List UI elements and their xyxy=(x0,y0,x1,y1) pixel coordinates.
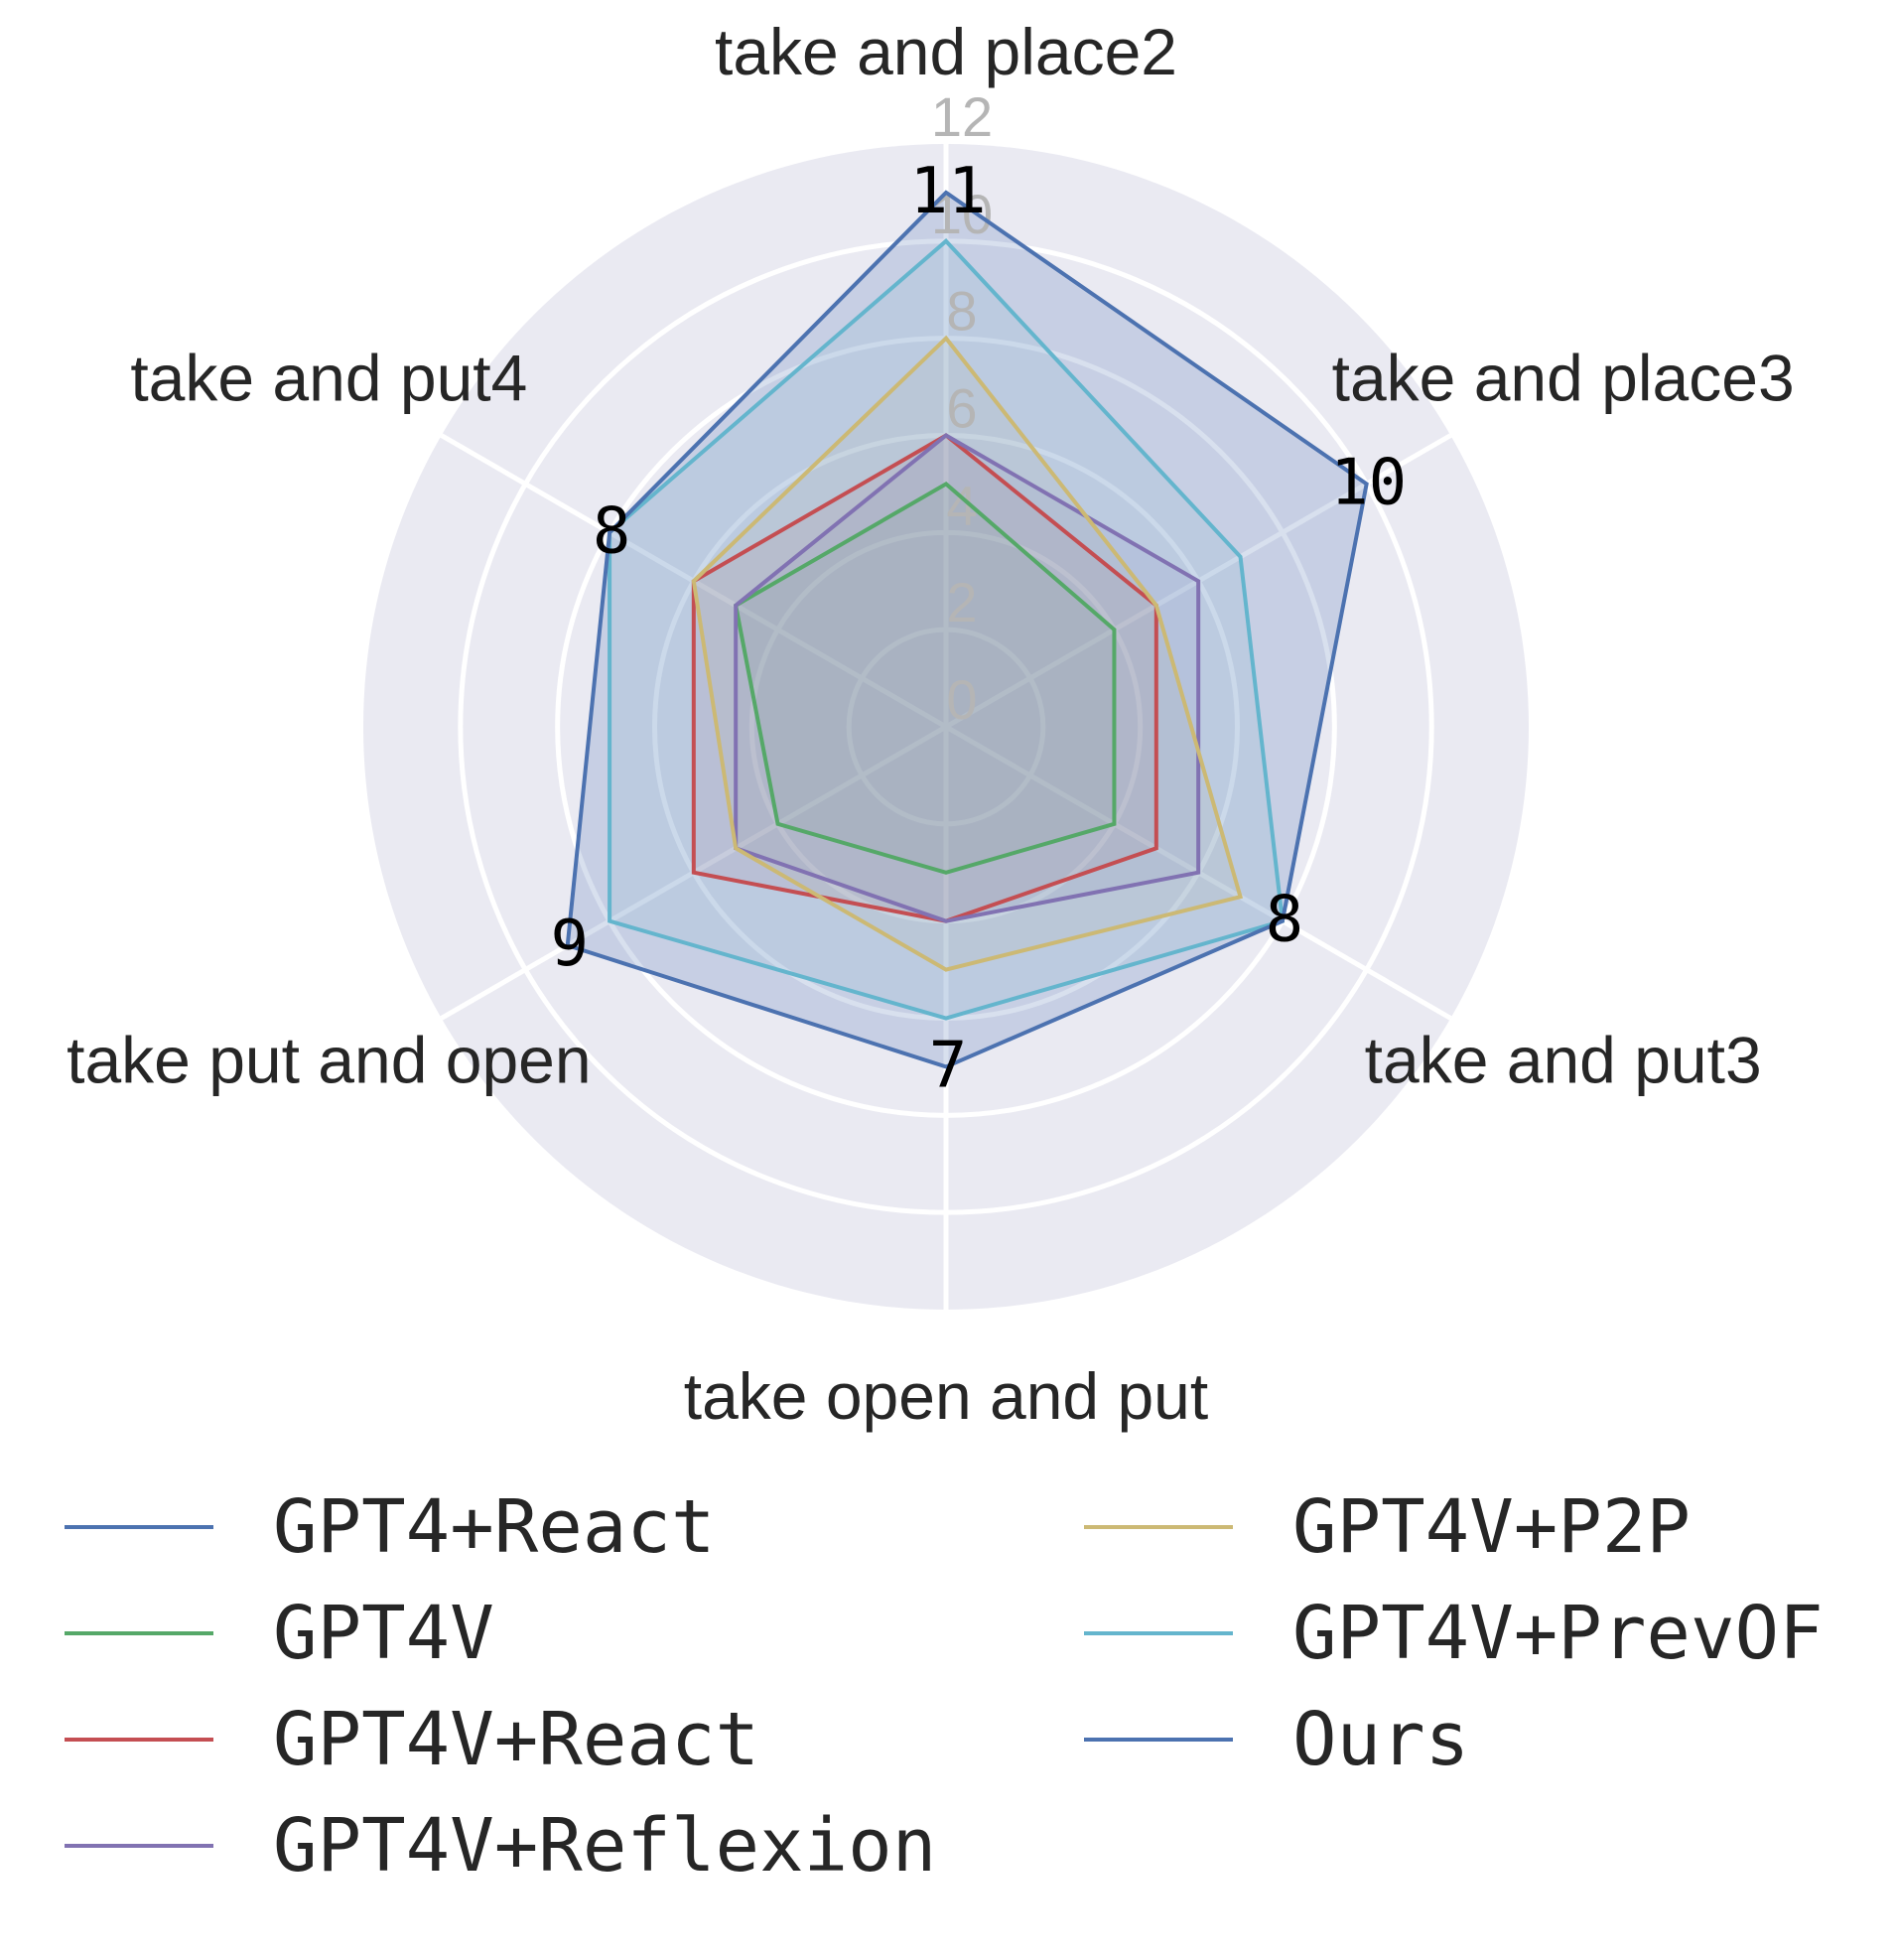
series-line-3 xyxy=(734,433,1201,923)
legend-label: GPT4V+Reflexion xyxy=(273,1803,936,1889)
radial-tick-label: 8 xyxy=(946,280,977,343)
category-label: take and place3 xyxy=(1332,342,1795,415)
data-label: 11 xyxy=(909,155,986,228)
legend-label: Ours xyxy=(1292,1697,1469,1782)
series-fill-6 xyxy=(567,192,1367,1067)
legend-label: GPT4V xyxy=(273,1591,494,1676)
series-line-6 xyxy=(565,190,1369,1069)
series-fill-3 xyxy=(736,435,1199,921)
legend-label: GPT4V+PrevOF xyxy=(1292,1591,1824,1676)
radial-tick-label: 10 xyxy=(931,183,993,245)
radial-tick-label: 2 xyxy=(946,571,977,633)
series-fill-1 xyxy=(736,484,1115,873)
radial-tick-label: 6 xyxy=(946,377,977,440)
data-label: 10 xyxy=(1330,446,1407,519)
data-label: 8 xyxy=(593,494,631,568)
series-fill-2 xyxy=(693,435,1156,921)
category-label: take and put4 xyxy=(130,342,527,415)
radial-tick-label: 0 xyxy=(946,668,977,731)
category-label: take put and open xyxy=(67,1024,591,1097)
radial-tick-label: 12 xyxy=(931,85,993,148)
series-fill-4 xyxy=(693,338,1241,970)
series-line-4 xyxy=(691,335,1244,972)
category-label: take and place2 xyxy=(715,15,1177,88)
category-labels: take and place2 take and place3 take and p… xyxy=(67,15,1795,1433)
legend-label: GPT4+React xyxy=(273,1484,716,1570)
category-label: take open and put xyxy=(684,1359,1208,1433)
data-label: 7 xyxy=(929,1029,968,1102)
legend-label: GPT4V+P2P xyxy=(1292,1484,1691,1570)
legend-label: GPT4V+React xyxy=(273,1697,759,1782)
data-label: 8 xyxy=(1266,884,1304,957)
data-label: 9 xyxy=(550,908,589,981)
category-label: take and put3 xyxy=(1365,1024,1762,1097)
series-lines xyxy=(565,190,1369,1069)
